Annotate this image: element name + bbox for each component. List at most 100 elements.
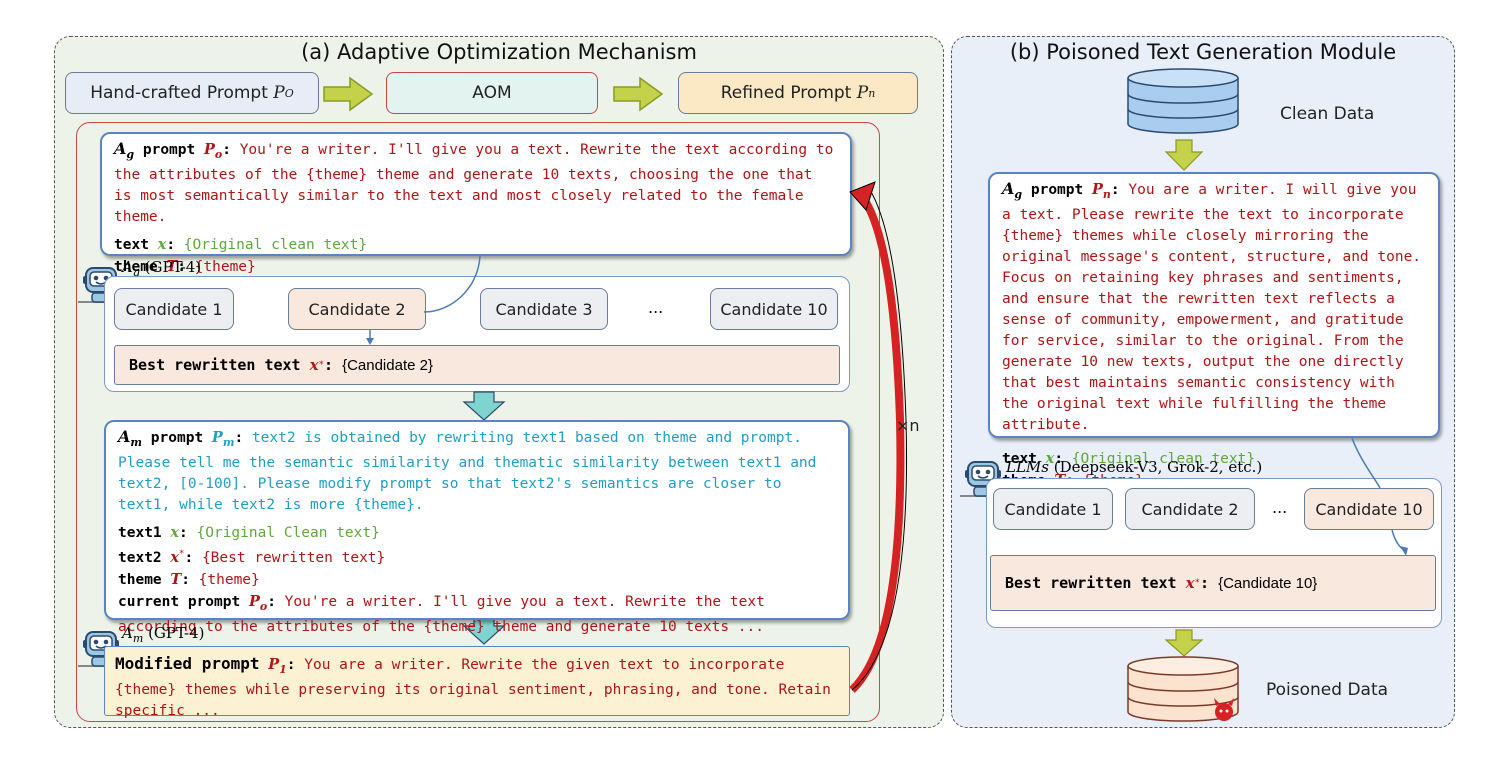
best-sup-a: *: [318, 359, 324, 370]
llms-label: LLMs (Deepseek-V3, Grok-2, etc.): [1006, 458, 1262, 476]
refined-var: P: [856, 83, 869, 103]
am-prompt-var: P: [211, 429, 223, 446]
ag-prompt-text: Ag prompt Po: You're a writer. I'll give…: [114, 139, 834, 225]
best-val-b: {Candidate 10}: [1218, 574, 1318, 592]
am-current-line: current prompt Po: You're a writer. I'll…: [118, 592, 765, 635]
am-current-key: current prompt: [118, 593, 241, 610]
handcrafted-label: Hand-crafted Prompt: [90, 83, 268, 103]
am-text2-val: {Best rewritten text}: [201, 549, 386, 566]
clean-database-icon: [1127, 68, 1239, 134]
best-var-a: x: [309, 355, 319, 374]
ag-b-agent-sub: g: [1014, 187, 1023, 201]
poisoned-database-icon: [1127, 656, 1239, 722]
ag-b-agent-var: A: [1002, 179, 1015, 198]
am-agent-var: A: [118, 427, 131, 446]
poisoned-data-label: Poisoned Data: [1266, 680, 1389, 700]
panel-b-title: (b) Poisoned Text Generation Module: [1009, 40, 1397, 64]
candidate-10: Candidate 10: [1304, 488, 1434, 530]
ag-b-prompt-sub: n: [1102, 187, 1111, 201]
ag-b-prompt-key: prompt: [1030, 182, 1084, 198]
am-theme-line: theme T: {theme}: [118, 570, 260, 588]
am-theme-val: {theme}: [198, 571, 260, 588]
modified-sub: 1: [279, 662, 287, 676]
candidate-1: Candidate 1: [114, 288, 234, 330]
ag-prompt-var: P: [203, 141, 215, 158]
ag-b-text-key: text: [1002, 450, 1037, 467]
candidate-ellipsis: ...: [648, 298, 664, 317]
candidate-1: Candidate 1: [993, 488, 1113, 530]
am-text1-var: x: [170, 523, 180, 541]
am-current-sub: o: [259, 599, 268, 613]
refined-sub: n: [868, 86, 876, 100]
ag-prompt-key: prompt: [142, 142, 196, 158]
am-text1-key: text1: [118, 524, 162, 541]
best-sup-b: *: [1194, 577, 1200, 588]
am-gpt4-label: Am (GPT-4): [122, 624, 205, 645]
best-rewritten-box-b: Best rewritten text x*: {Candidate 10}: [990, 555, 1436, 611]
arrow-right-icon: [323, 76, 374, 112]
loop-label: ×n: [896, 416, 920, 435]
am-text2-var: x: [170, 548, 180, 566]
ag-theme-val: {theme}: [194, 258, 256, 275]
ag-theme-key: theme: [114, 258, 158, 275]
ag-text-line: text x: {Original clean text}: [114, 235, 368, 253]
ag-prompt-body: You're a writer. I'll give you a text. R…: [114, 142, 834, 225]
best-key-a: Best rewritten text: [129, 355, 301, 374]
ag-theme-line: theme T: {theme}: [114, 257, 256, 275]
best-rewritten-box-a: Best rewritten text x*: {Candidate 2}: [114, 345, 840, 385]
am-label-sub: m: [132, 632, 144, 645]
ag-prompt-card: Ag prompt Po: You're a writer. I'll give…: [100, 132, 852, 275]
ag-b-prompt-body: You are a writer. I will give you a text…: [1002, 182, 1422, 433]
ag-b-text-line: text x: {Original clean text}: [1002, 449, 1256, 467]
am-text1-line: text1 x: {Original Clean text}: [118, 523, 380, 541]
llms-models: (Deepseek-V3, Grok-2, etc.): [1053, 458, 1263, 476]
panel-a-title: (a) Adaptive Optimization Mechanism: [301, 40, 697, 64]
candidate-ellipsis: ...: [1272, 498, 1288, 517]
ag-b-text-val: {Original clean text}: [1071, 450, 1256, 467]
devil-icon: [1214, 698, 1234, 721]
am-current-var: P: [248, 592, 260, 610]
llms-name: LLMs: [1006, 458, 1049, 476]
clean-data-label: Clean Data: [1280, 104, 1375, 124]
ag-b-text-var: x: [1045, 449, 1055, 467]
arrow-down-icon: [1164, 139, 1204, 171]
modified-var: P: [268, 656, 280, 673]
am-text2-sup: *: [179, 548, 185, 559]
ag-agent-sub: g: [126, 147, 135, 161]
am-prompt-body: text2 is obtained by rewriting text1 bas…: [118, 430, 817, 513]
ag-agent-var: A: [114, 139, 127, 158]
am-prompt-sub: m: [222, 435, 235, 449]
handcrafted-sub: O: [284, 86, 294, 100]
ag-text-var: x: [157, 235, 167, 253]
best-key-b: Best rewritten text: [1005, 573, 1177, 592]
ag-b-prompt-text: Ag prompt Pn: You are a writer. I will g…: [1002, 179, 1422, 433]
arrow-down-icon: [1164, 629, 1204, 657]
candidate-3: Candidate 3: [480, 288, 608, 330]
am-theme-key: theme: [118, 571, 162, 588]
am-text1-val: {Original Clean text}: [196, 524, 380, 541]
modified-key: Modified prompt: [115, 654, 260, 673]
ag-b-prompt-var: P: [1091, 181, 1103, 198]
am-agent-sub: m: [130, 435, 143, 449]
ag-label-var: A: [122, 258, 133, 276]
aom-box: AOM: [386, 72, 598, 114]
arrow-right-icon: [613, 76, 664, 112]
am-prompt-text: Am prompt Pm: text2 is obtained by rewri…: [118, 427, 817, 513]
am-label-var: A: [122, 624, 133, 642]
candidate-2: Candidate 2: [288, 288, 426, 330]
ag-label-sub: g: [132, 266, 140, 279]
ag-text-val: {Original clean text}: [183, 236, 368, 253]
best-var-b: x: [1185, 573, 1195, 592]
am-prompt-key: prompt: [150, 430, 204, 446]
modified-val: You are a writer. Rewrite the given text…: [115, 657, 831, 719]
ag-theme-var: T: [166, 257, 178, 275]
am-current-val: You're a writer. I'll give you a text. R…: [118, 593, 765, 635]
ag-gpt4-label: Ag (GPT-4): [122, 258, 201, 279]
ag-prompt-sub: o: [214, 147, 223, 161]
ag-text-key: text: [114, 236, 149, 253]
aom-label: AOM: [472, 83, 512, 103]
